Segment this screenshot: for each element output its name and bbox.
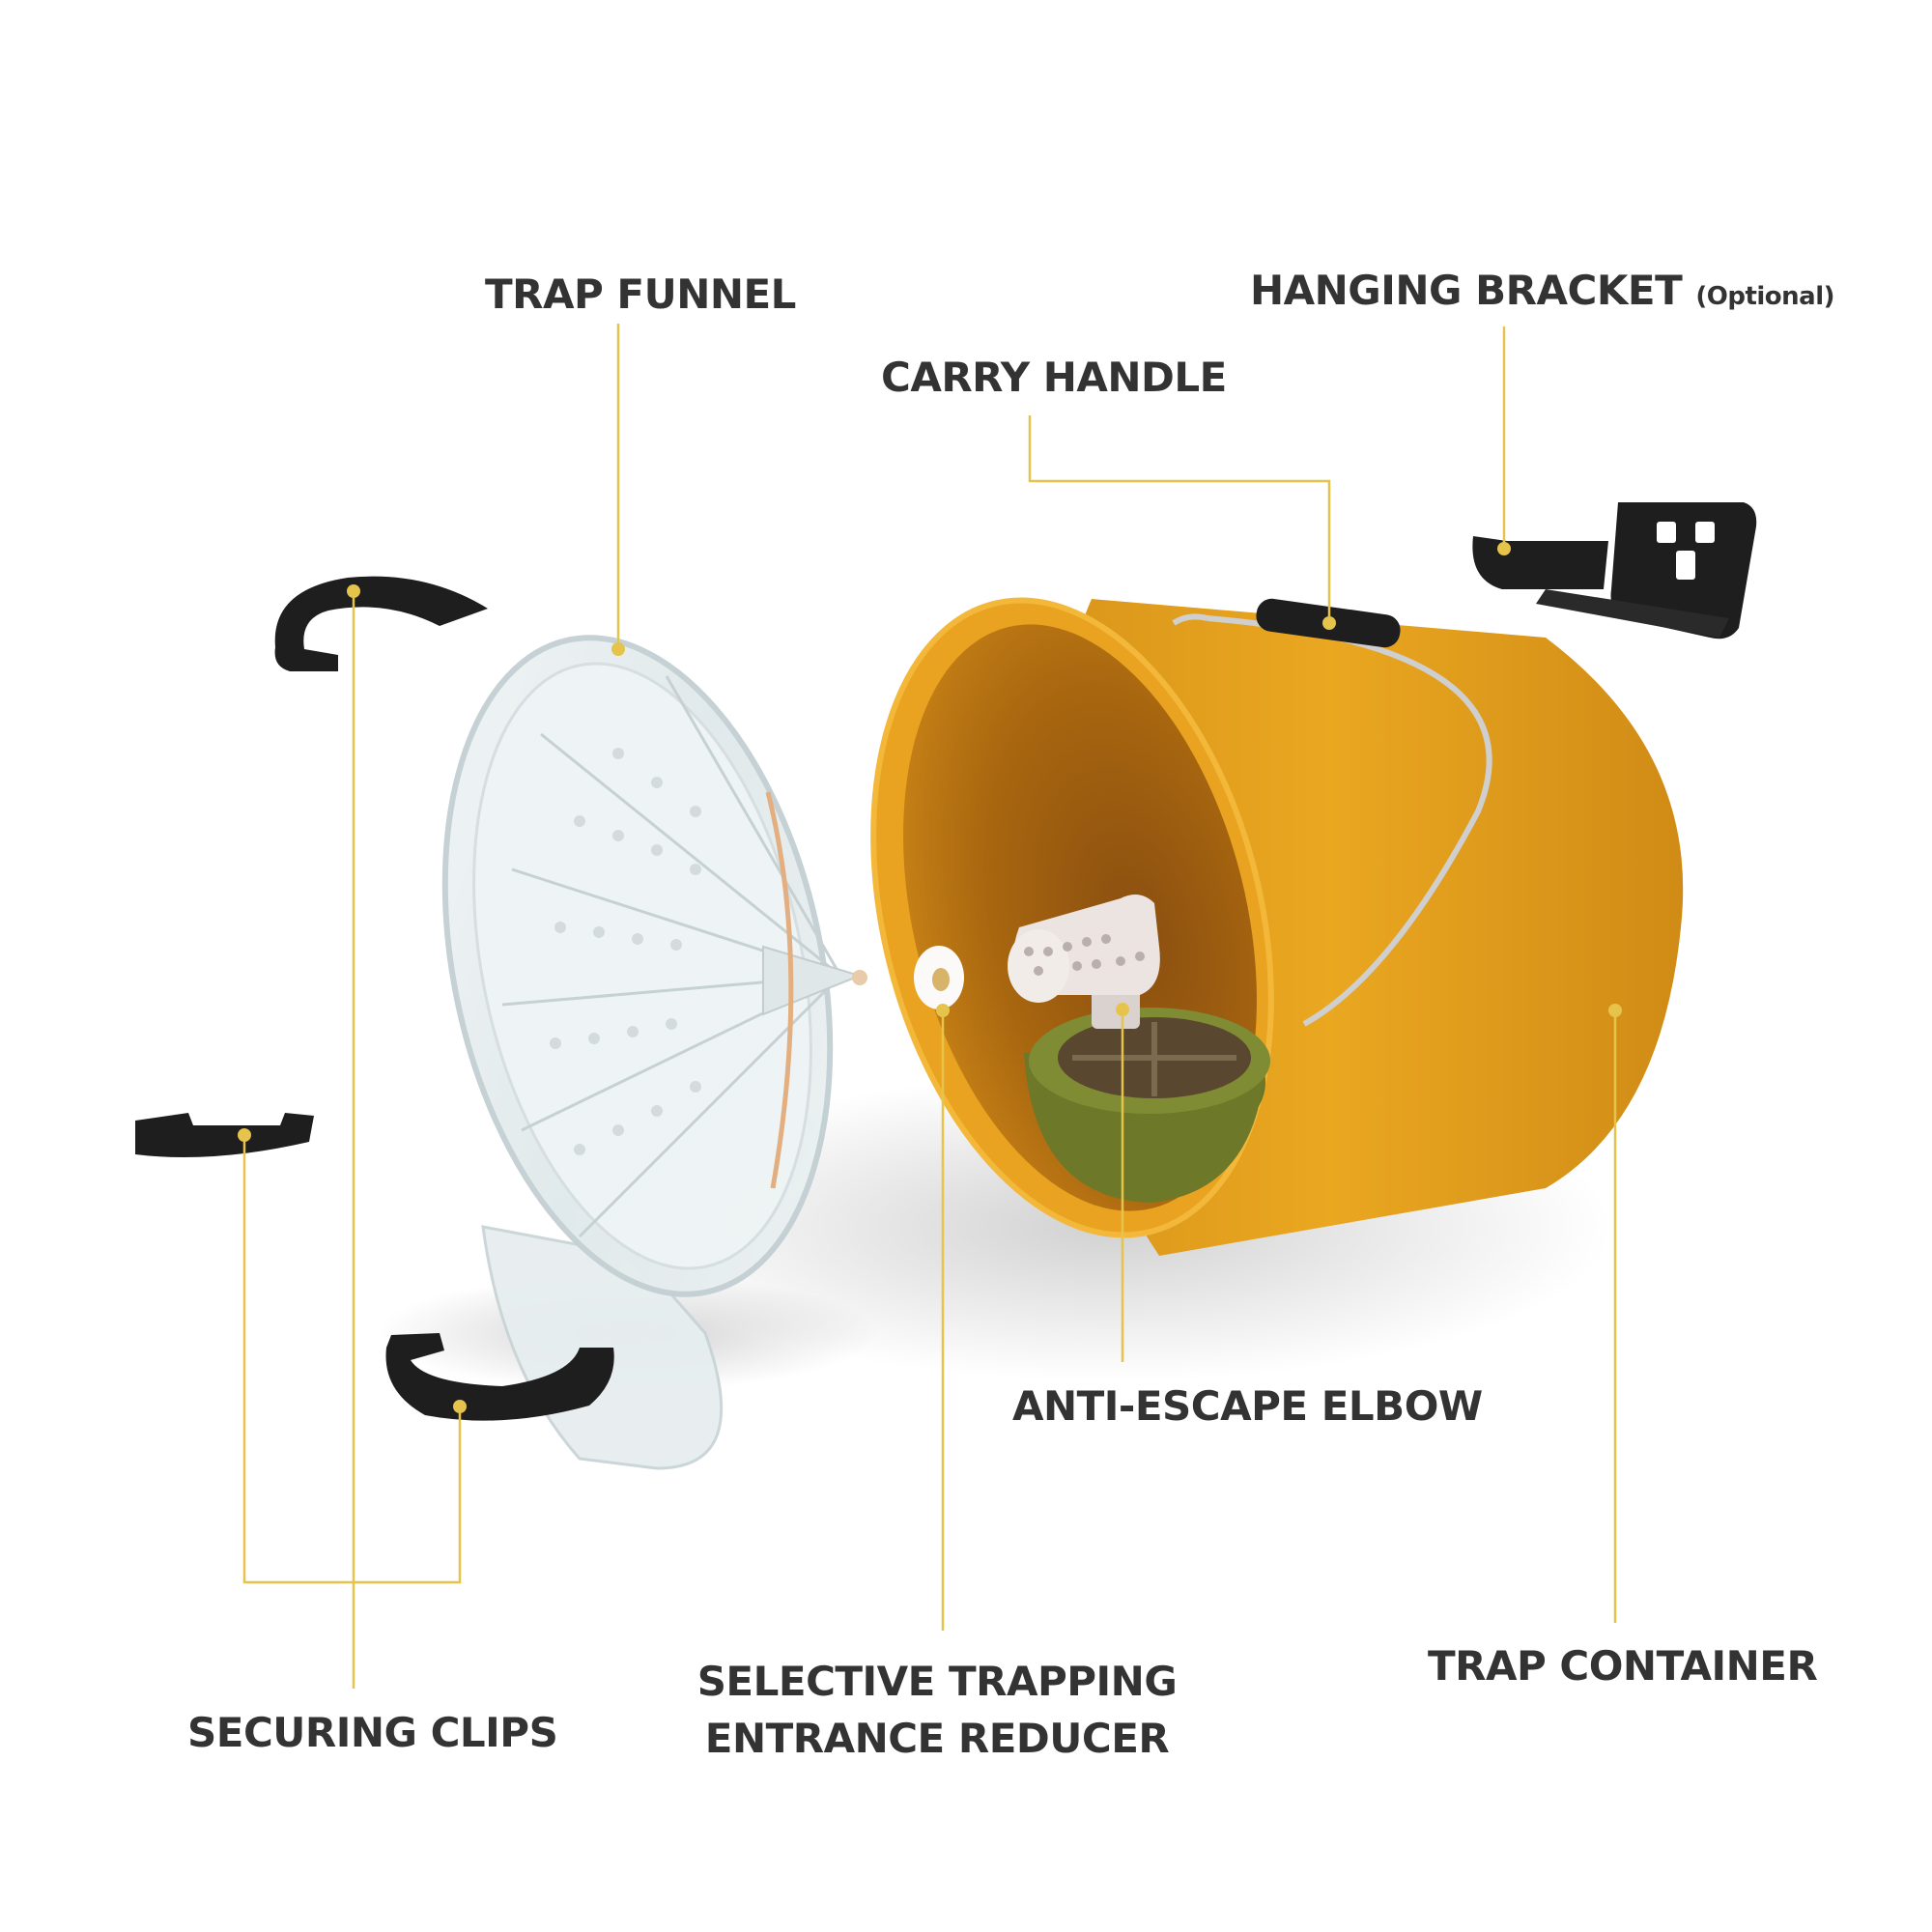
- label-carry-handle-text: CARRY HANDLE: [881, 354, 1227, 401]
- label-anti-escape-elbow: ANTI-ESCAPE ELBOW: [1012, 1386, 1483, 1427]
- label-hanging-bracket-text: HANGING BRACKET: [1250, 267, 1683, 314]
- label-hanging-bracket-note: (Optional): [1695, 282, 1835, 311]
- anti-escape-elbow: [1008, 895, 1160, 1029]
- hanging-bracket: [1472, 502, 1757, 639]
- securing-clip-middle: [135, 1113, 314, 1158]
- label-hanging-bracket: HANGING BRACKET (Optional): [1250, 267, 1835, 314]
- securing-clip-top: [274, 576, 488, 671]
- label-carry-handle: CARRY HANDLE: [881, 357, 1227, 398]
- trap-funnel: [441, 635, 867, 1470]
- label-trap-funnel: TRAP FUNNEL: [485, 274, 796, 315]
- wire-handle-left: [1172, 613, 1208, 626]
- label-anti-escape-elbow-text: ANTI-ESCAPE ELBOW: [1012, 1382, 1483, 1430]
- label-securing-clips-text: SECURING CLIPS: [187, 1709, 558, 1756]
- label-securing-clips: SECURING CLIPS: [187, 1713, 558, 1753]
- label-selective-trapping: SELECTIVE TRAPPING ENTRANCE REDUCER: [696, 1654, 1179, 1768]
- entrance-reducer: [914, 946, 964, 1009]
- bait-cup: [1024, 1008, 1270, 1203]
- label-trap-container-text: TRAP CONTAINER: [1428, 1642, 1818, 1690]
- securing-clip-bottom: [385, 1333, 614, 1421]
- label-trap-container: TRAP CONTAINER: [1428, 1646, 1818, 1687]
- label-selective-line1: SELECTIVE TRAPPING: [696, 1658, 1178, 1705]
- leader-dots: [238, 542, 1622, 1413]
- wire-handle: [1207, 615, 1492, 1027]
- label-trap-funnel-text: TRAP FUNNEL: [485, 270, 796, 318]
- label-selective-line2: ENTRANCE REDUCER: [704, 1714, 1170, 1762]
- leader-lines: [242, 324, 1617, 1689]
